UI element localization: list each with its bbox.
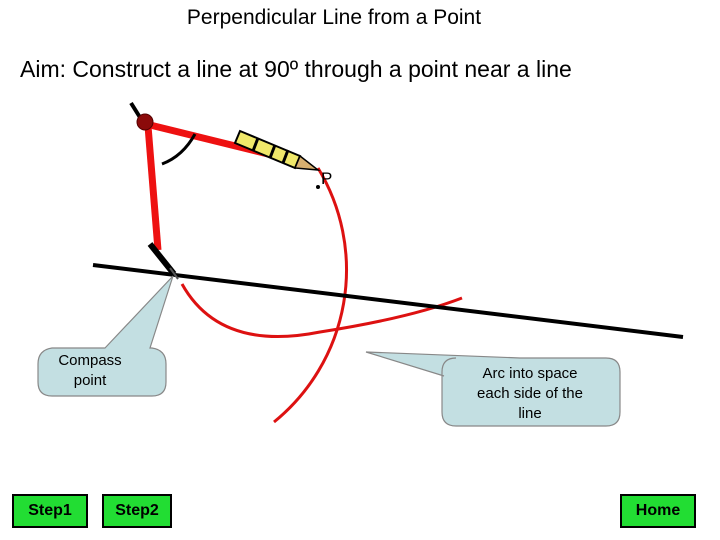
compass-hinge-arc (161, 133, 197, 166)
compass-point-callout (37, 275, 174, 397)
small-arc (180, 283, 463, 339)
construction-arc (273, 167, 348, 424)
pencil-icon (233, 129, 321, 171)
step2-button[interactable]: Step2 (102, 494, 172, 528)
given-line (92, 263, 684, 339)
arc-callout (365, 351, 621, 427)
page-title: Perpendicular Line from a Point (186, 6, 482, 29)
point-p-marker (316, 185, 320, 189)
compass-point-callout-text: Compass point (58, 352, 122, 389)
arc-callout-text: Arc into space each side of the line (477, 365, 583, 422)
compass-hinge-icon (136, 113, 154, 131)
home-button[interactable]: Home (620, 494, 696, 528)
aim-text: Aim: Construct a line at 90º through a p… (20, 56, 572, 82)
step1-button[interactable]: Step1 (12, 494, 88, 528)
point-p-label: P (321, 169, 332, 188)
compass-point-arm (144, 125, 162, 251)
needle-tip (169, 267, 179, 280)
